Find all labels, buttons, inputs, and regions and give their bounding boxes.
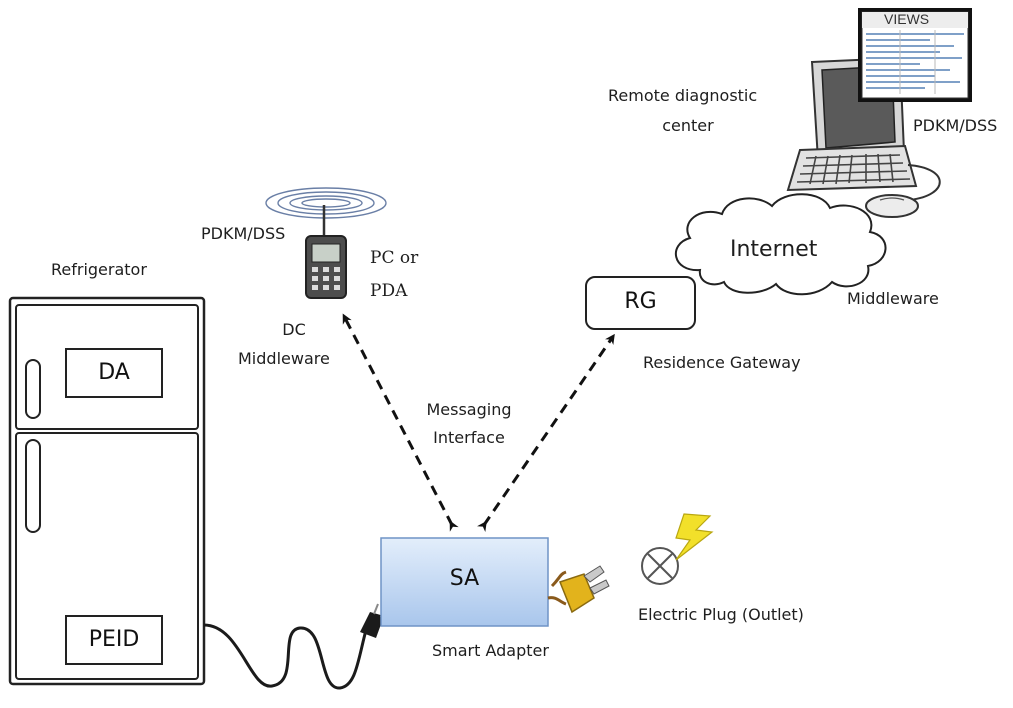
pdkm-dss-mobile-label: PDKM/DSS — [201, 224, 286, 243]
views-label: VIEWS — [884, 11, 930, 27]
mouse-icon — [865, 194, 919, 218]
pc-or-pda-label-line2: PDA — [370, 281, 408, 301]
dc-label-line2: Middleware — [238, 349, 330, 368]
pdkm-dss-top-label: PDKM/DSS — [913, 116, 998, 135]
internet-label: Internet — [730, 237, 818, 262]
outlet-icon — [641, 547, 679, 585]
rg-box — [585, 276, 696, 330]
messaging-label-line1: Messaging — [426, 400, 512, 419]
remote-center-label-line2: center — [662, 116, 714, 135]
smart-adapter-label: Smart Adapter — [432, 641, 549, 660]
sa-label: SA — [449, 566, 480, 591]
rg-label: RG — [624, 289, 657, 314]
yellow-plug-icon — [547, 565, 610, 614]
refrigerator-label: Refrigerator — [51, 260, 147, 279]
refrigerator-icon — [8, 296, 206, 686]
power-cord — [203, 623, 368, 690]
lightning-bolt-icon — [675, 513, 714, 561]
sa-box — [380, 537, 549, 627]
arrow-sa-to-rg — [477, 333, 615, 532]
dc-label-line1: DC — [282, 320, 306, 339]
da-box — [65, 348, 163, 398]
peid-box — [65, 615, 163, 665]
mobile-device-icon — [305, 205, 347, 299]
keyboard-icon — [786, 144, 918, 192]
da-label: DA — [98, 360, 130, 385]
pc-or-pda-label-line1: PC or — [370, 248, 419, 268]
middleware-internet-label: Middleware — [847, 289, 939, 308]
views-window — [858, 8, 972, 102]
arrow-sa-to-mobile — [342, 313, 459, 532]
peid-label: PEID — [88, 627, 140, 652]
cloud-icon — [674, 193, 887, 296]
antenna-signal-icon — [265, 187, 387, 219]
messaging-label-line2: Interface — [433, 428, 505, 447]
remote-center-label-line1: Remote diagnostic — [608, 86, 758, 105]
electric-plug-label: Electric Plug (Outlet) — [638, 605, 804, 624]
residence-gateway-label: Residence Gateway — [643, 353, 801, 372]
computer-icon — [786, 8, 972, 218]
